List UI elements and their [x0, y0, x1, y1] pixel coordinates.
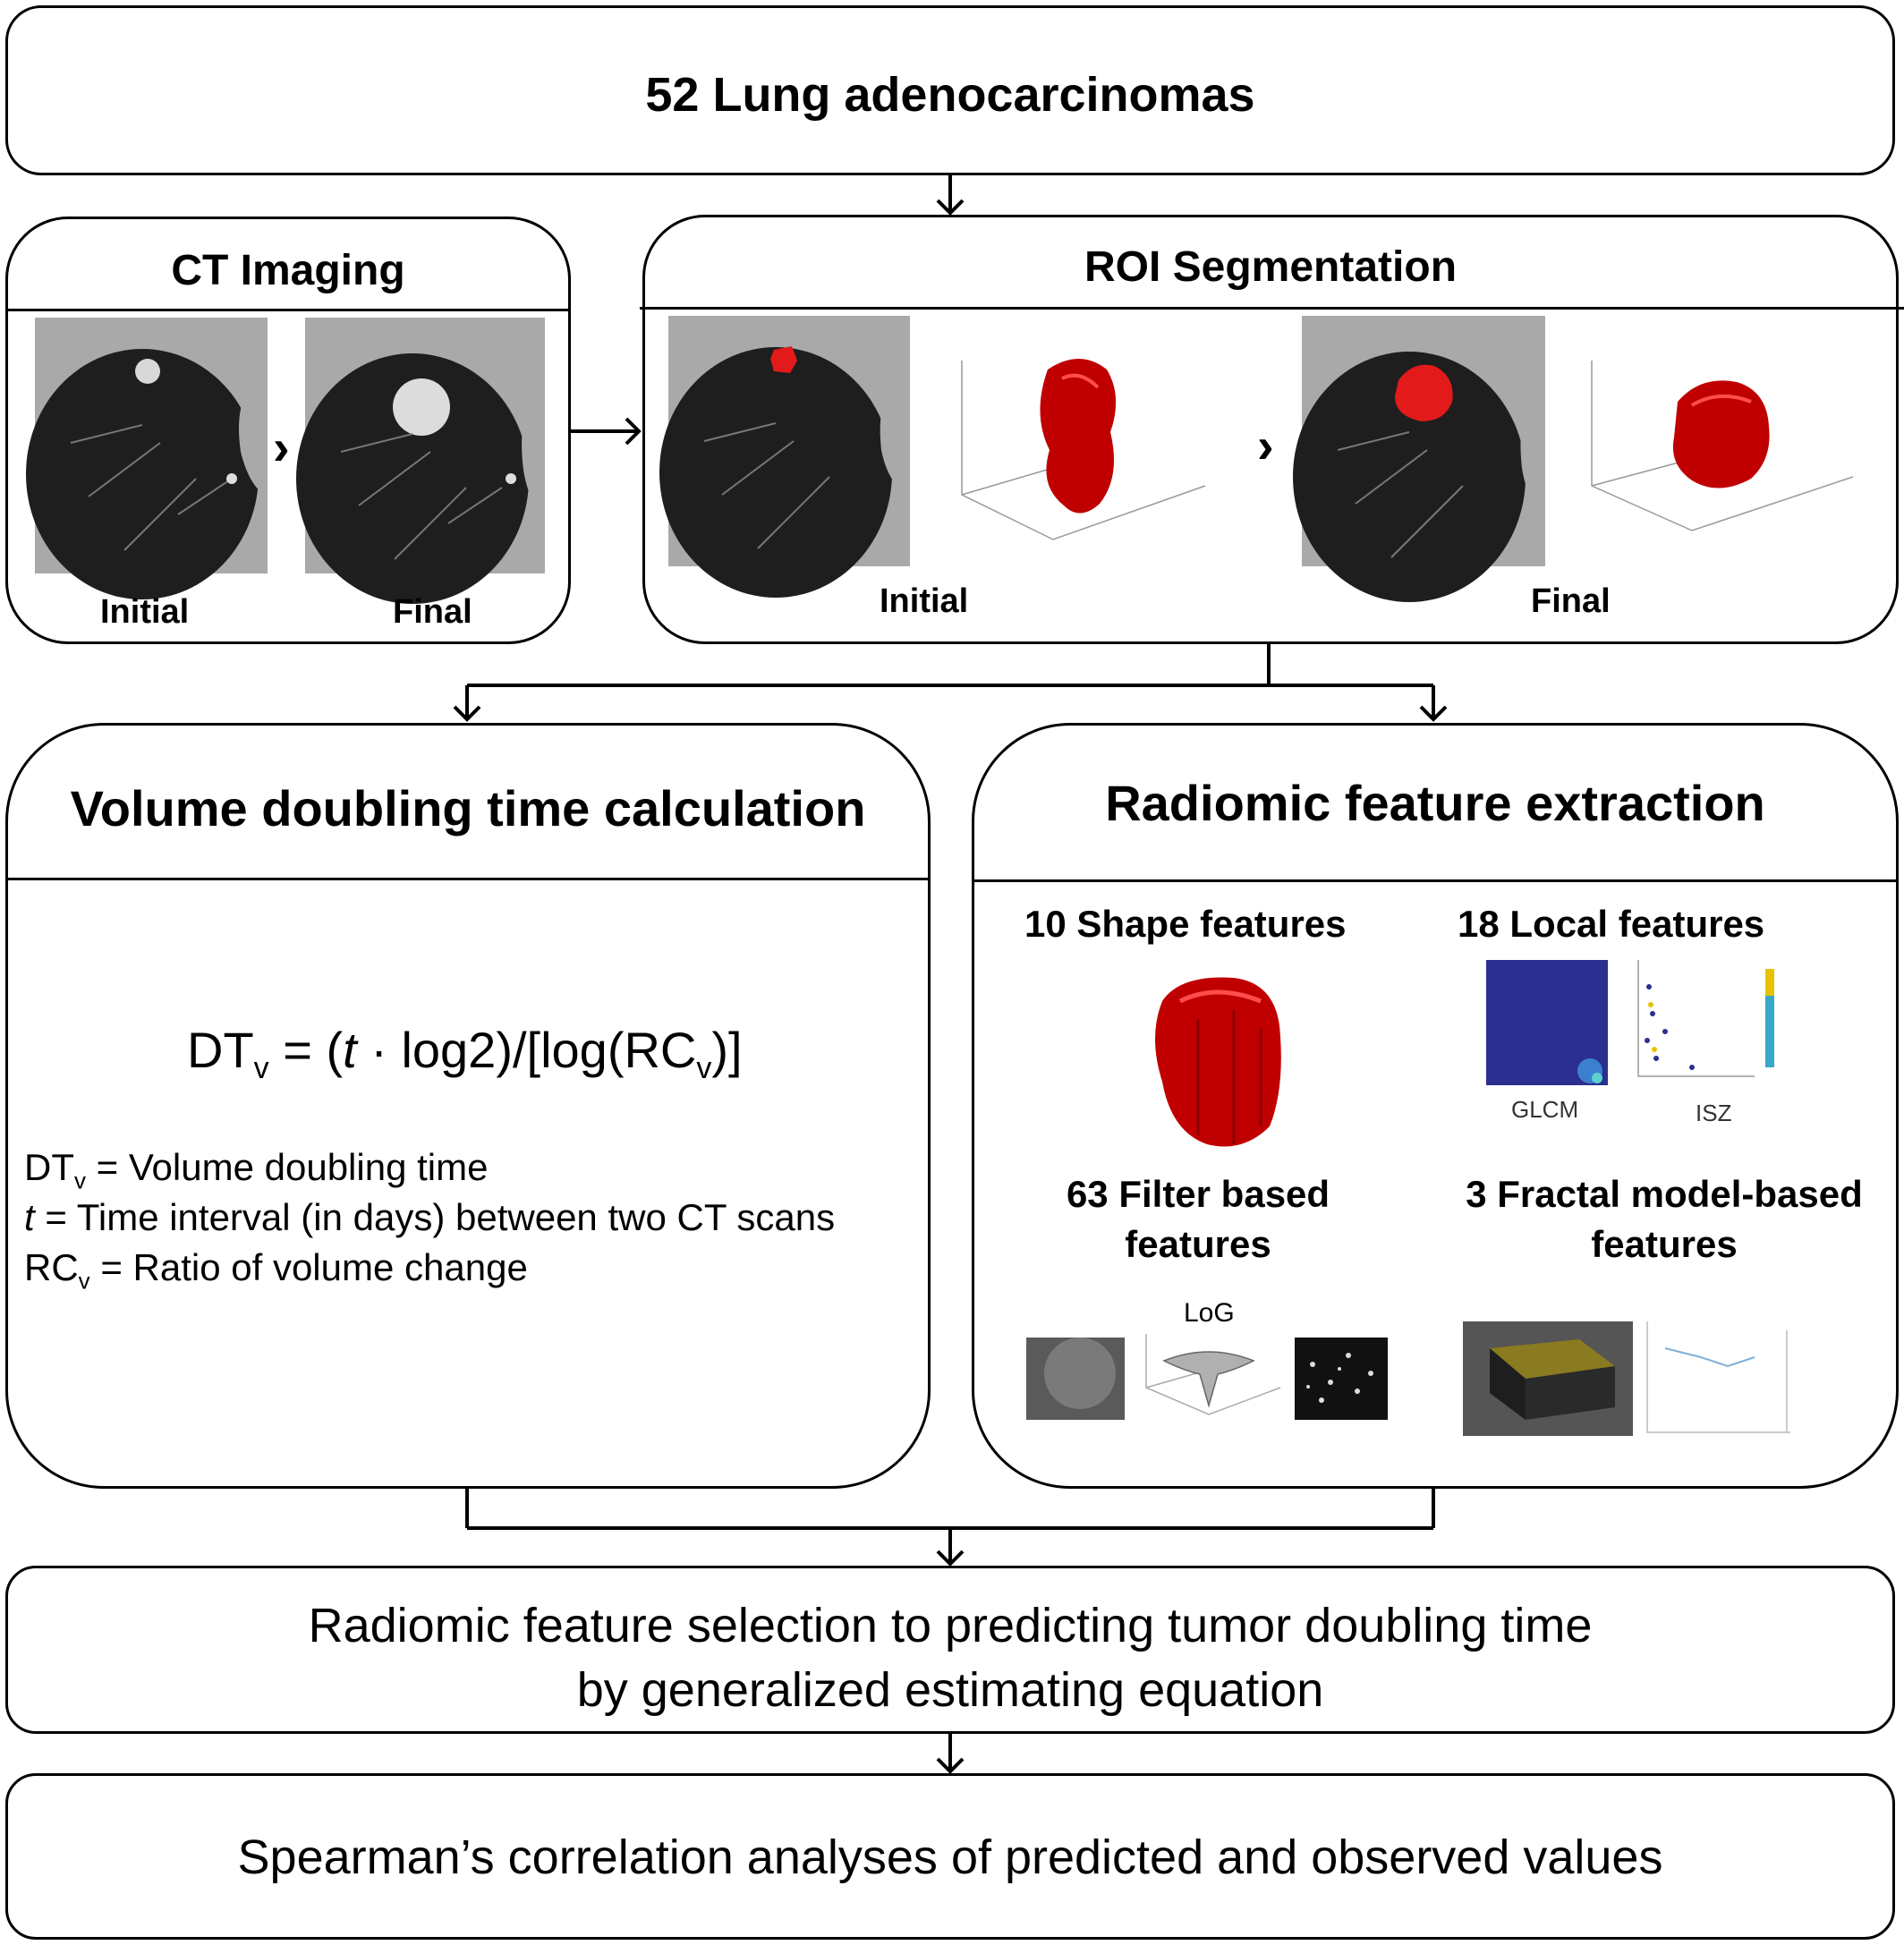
fractal-features-label: 3 Fractal model-based features [1466, 1173, 1863, 1265]
local-features-label: 18 Local features [1458, 903, 1765, 945]
roi-scan-final [1293, 316, 1545, 602]
connector-merge [465, 1489, 1435, 1564]
roi-3d-initial [961, 359, 1206, 540]
fractal-line-plot [1646, 1321, 1790, 1433]
isz-plot [1637, 960, 1774, 1077]
vdt-def-dt: DTv = Volume doubling time [24, 1146, 489, 1194]
rfe-box: Radiomic feature extraction 10 Shape fea… [972, 723, 1899, 1489]
feature-selection-box: Radiomic feature selection to predicting… [5, 1566, 1895, 1734]
roi-segmentation-box: ROI Segmentation › Initial Final [640, 215, 1904, 644]
spearman-box: Spearman’s correlation analyses of predi… [5, 1773, 1895, 1940]
filter-texture-image [1295, 1338, 1388, 1420]
vdt-def-t: t = Time interval (in days) between two … [24, 1196, 836, 1238]
ct-final-label: Final [393, 593, 472, 631]
ct-sep: › [273, 419, 290, 475]
formula-end: )] [711, 1022, 743, 1078]
vdt-box: Volume doubling time calculation DTv = (… [5, 723, 931, 1489]
roi-title: ROI Segmentation [1084, 243, 1458, 291]
glcm-plot [1486, 960, 1608, 1085]
connector-roi-split [465, 642, 1435, 719]
formula-sub2: v [696, 1051, 712, 1086]
top-title: 52 Lung adenocarcinomas [645, 68, 1255, 122]
roi-final-label: Final [1531, 582, 1611, 620]
ct-scan-final [296, 318, 545, 604]
formula-t: t [343, 1022, 357, 1078]
shape-features-label: 10 Shape features [1024, 903, 1347, 945]
fractal-3d-plot [1463, 1321, 1633, 1436]
formula-eq: = ( [268, 1022, 344, 1078]
vdt-def-rc: RCv = Ratio of volume change [24, 1246, 528, 1295]
glcm-label: GLCM [1511, 1096, 1579, 1123]
ct-imaging-box: CT Imaging › Initial Final [5, 217, 571, 644]
vdt-title: Volume doubling time calculation [70, 780, 866, 837]
vdt-formula: DTv = (t · log2)/[log(RCv)] [187, 1021, 743, 1086]
formula-lhs-sub: v [253, 1051, 269, 1086]
roi-scan-initial [659, 316, 910, 598]
roi-sep: › [1257, 417, 1274, 473]
isz-label: ISZ [1696, 1100, 1732, 1126]
roi-initial-label: Initial [880, 582, 969, 620]
filter-ct-image [1026, 1338, 1125, 1420]
rfe-title: Radiomic feature extraction [1105, 775, 1765, 831]
spearman-title: Spearman’s correlation analyses of predi… [237, 1830, 1663, 1884]
top-box: 52 Lung adenocarcinomas [5, 5, 1895, 175]
log-label: LoG [1184, 1298, 1235, 1328]
formula-mid: · log2)/[log(RC [356, 1022, 697, 1078]
ct-title: CT Imaging [171, 247, 405, 294]
roi-3d-final [1591, 361, 1854, 531]
shape-tumor-3d [1155, 977, 1281, 1147]
log-surface-plot [1145, 1334, 1281, 1415]
formula-lhs: DT [187, 1022, 254, 1078]
ct-initial-label: Initial [100, 593, 190, 631]
filter-features-label: 63 Filter based features [1066, 1173, 1330, 1265]
ct-scan-initial [26, 318, 268, 599]
selection-text: Radiomic feature selection to predicting… [308, 1599, 1593, 1717]
